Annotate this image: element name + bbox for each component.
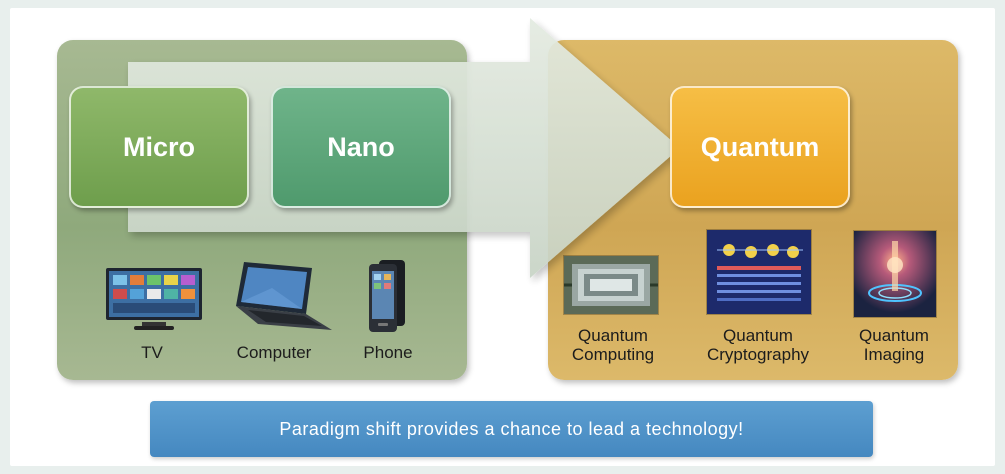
- quantum-label: Quantum: [700, 131, 820, 162]
- phone-icon: [369, 260, 405, 332]
- cryptography-icon: [706, 229, 812, 315]
- imaging-icon: [853, 230, 937, 318]
- app-label-imaging-line2: Imaging: [863, 345, 925, 364]
- app-label-cryptography-line2: Cryptography: [706, 345, 810, 364]
- tv-icon: [106, 268, 202, 330]
- quantum-stage-box: Quantum: [670, 86, 850, 208]
- micro-stage-box: Micro: [69, 86, 249, 208]
- quantum-chip-icon: [563, 255, 659, 315]
- app-label-computing-line1: Quantum: [578, 326, 648, 345]
- laptop-icon: [236, 262, 332, 330]
- app-label-computing: Quantum Computing: [563, 326, 663, 364]
- device-label-tv: TV: [141, 343, 163, 362]
- device-label-phone: Phone: [363, 343, 413, 362]
- nano-stage-box: Nano: [271, 86, 451, 208]
- micro-label: Micro: [122, 131, 195, 162]
- nano-label: Nano: [327, 131, 395, 162]
- app-label-cryptography-line1: Quantum: [723, 326, 793, 345]
- app-label-computing-line2: Computing: [571, 345, 655, 364]
- app-label-imaging: Quantum Imaging: [844, 326, 944, 364]
- app-label-imaging-line1: Quantum: [859, 326, 929, 345]
- paradigm-shift-banner: Paradigm shift provides a chance to lead…: [150, 401, 873, 457]
- app-label-cryptography: Quantum Cryptography: [688, 326, 828, 364]
- banner-text: Paradigm shift provides a chance to lead…: [279, 418, 744, 439]
- device-label-computer: Computer: [236, 343, 312, 362]
